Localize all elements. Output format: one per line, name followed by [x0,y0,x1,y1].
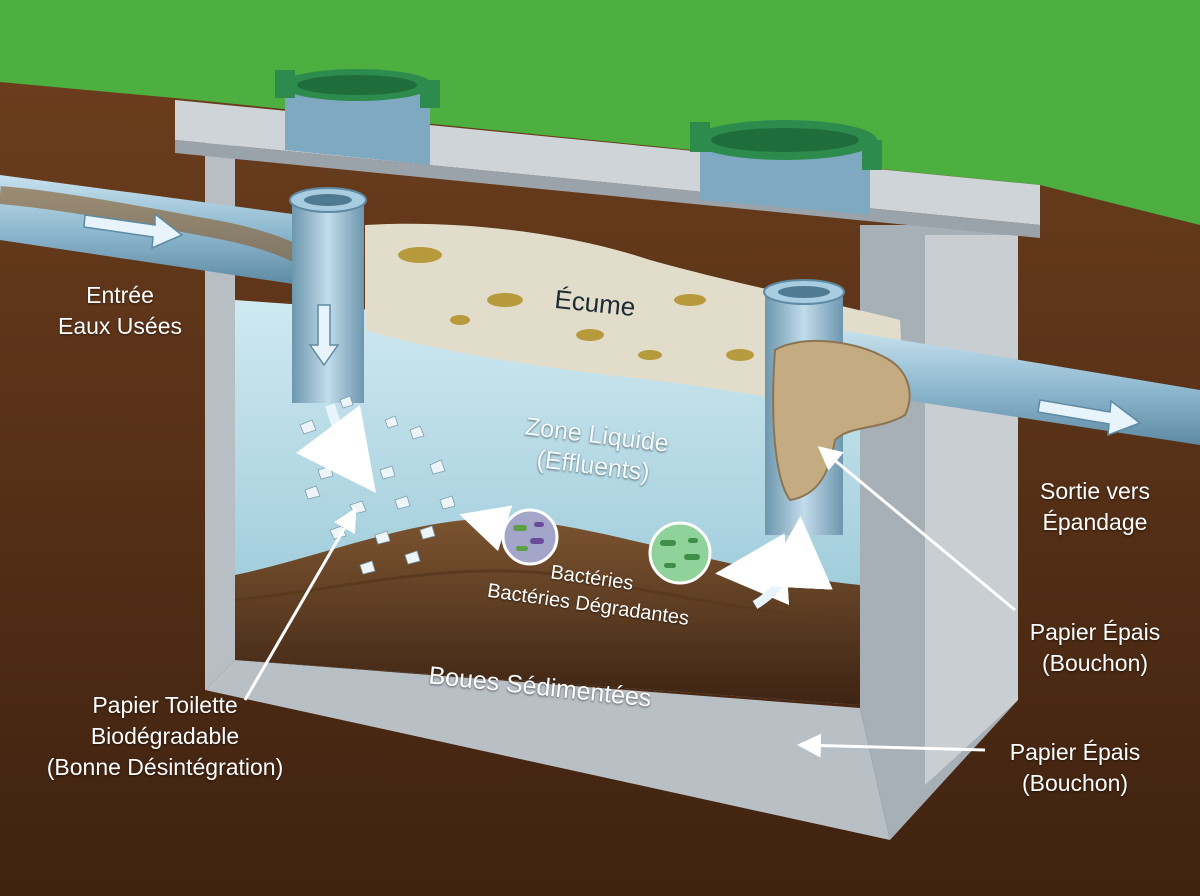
plug-pointer [817,446,1016,612]
access-riser-right [690,120,882,215]
thick-paper-plug-label-2: Papier Épais (Bouchon) [1009,739,1141,796]
outlet-flow-arrow [1037,399,1142,437]
tank-right-face [925,235,1018,785]
flow-arrows [83,212,1142,437]
inlet-tee-pipe [292,198,364,403]
thick-paper-plug-label: Papier Épais (Bouchon) [1029,619,1161,676]
bacteria-circle-right [648,521,712,585]
inlet-label: Entrée Eaux Usées [57,282,182,339]
paper-plug [772,340,911,502]
sludge-wave [234,569,861,622]
bacteria-pointer-arrow [459,505,513,552]
scum-spots [398,247,754,361]
sludge-pointer [797,733,986,758]
tank-front-wall [205,660,890,840]
inlet-flow-arrow [83,212,184,250]
rising-flow-arrow [752,516,833,609]
toilet-paper-pointer [243,507,357,701]
tank-top-front [175,140,1040,238]
toilet-paper-label: Papier Toilette Biodégradable (Bonne Dés… [46,692,284,780]
outlet-label: Sortie vers Épandage [1040,478,1150,535]
curve-flow-arrow [296,403,376,494]
access-riser-left [275,69,440,165]
downward-flow-arrow [308,304,340,367]
